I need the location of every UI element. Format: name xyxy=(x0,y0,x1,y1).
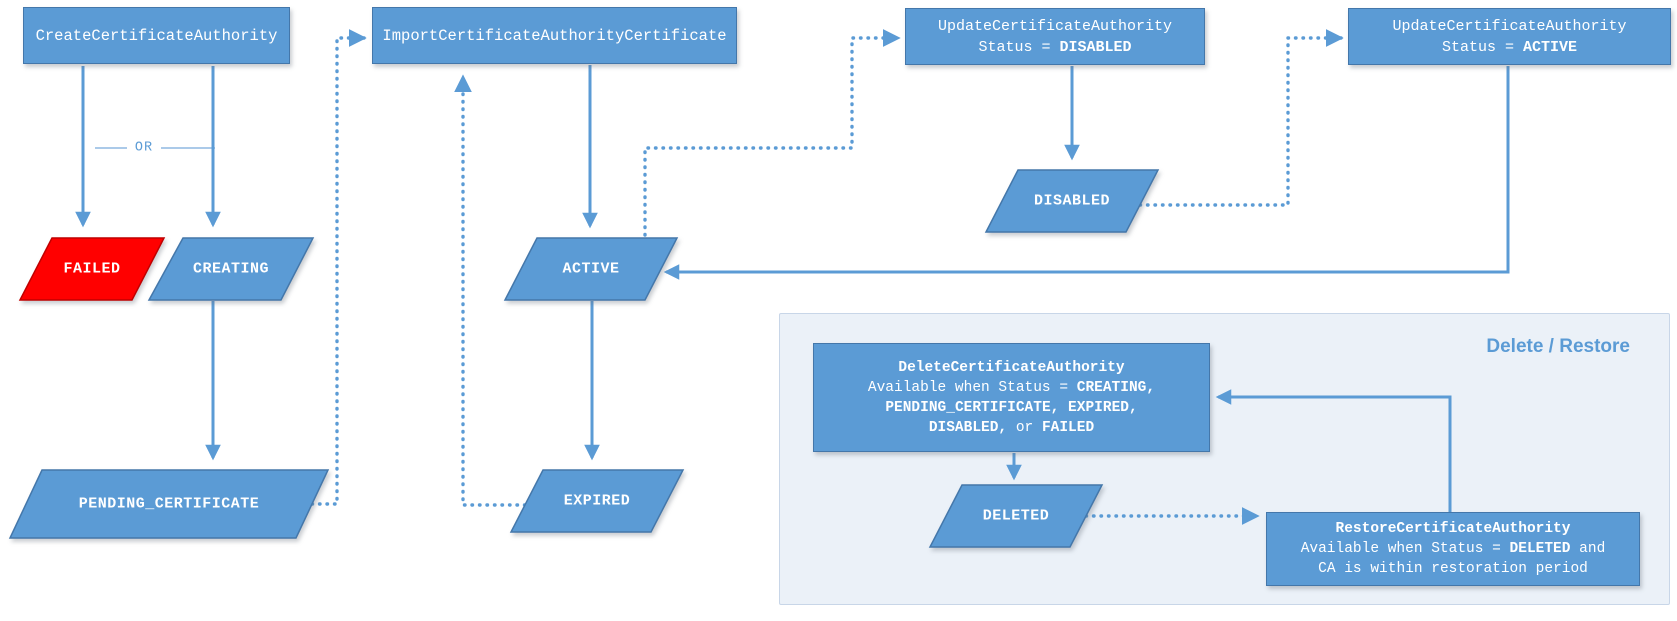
state-deleted-label: DELETED xyxy=(982,507,1050,525)
state-disabled-shape xyxy=(984,169,1160,233)
node-label-line1: RestoreCertificateAuthority xyxy=(1335,521,1571,537)
node-update-certificate-authority-disabled: UpdateCertificateAuthority Status = DISA… xyxy=(905,8,1205,65)
node-label-line1: UpdateCertificateAuthority xyxy=(937,17,1173,35)
state-expired-shape xyxy=(509,469,685,533)
state-creating-shape xyxy=(147,237,315,301)
state-failed-shape xyxy=(18,237,166,301)
node-label-line3: PENDING_CERTIFICATE, EXPIRED, xyxy=(885,399,1138,416)
node-label-line2: Available when Status = DELETED and xyxy=(1300,541,1606,557)
delete-restore-group-badge: Delete / Restore xyxy=(1486,336,1630,357)
node-label-line1: DeleteCertificateAuthority xyxy=(898,359,1125,376)
state-expired-label: EXPIRED xyxy=(563,492,631,510)
node-delete-certificate-authority: DeleteCertificateAuthority Available whe… xyxy=(813,343,1210,452)
node-label-line2: Available when Status = CREATING, xyxy=(867,379,1156,396)
edge-expired-to-import-dotted xyxy=(454,74,527,507)
state-creating-label: CREATING xyxy=(192,260,270,278)
node-label-line3: CA is within restoration period xyxy=(1318,561,1588,577)
edge-active-to-updatedisabled-dotted xyxy=(643,29,901,237)
state-disabled-label: DISABLED xyxy=(1033,192,1111,210)
state-pending-certificate-shape xyxy=(8,469,330,539)
node-label-line2: Status = DISABLED xyxy=(978,38,1132,56)
node-label: ImportCertificateAuthorityCertificate xyxy=(382,26,727,45)
edge-disabled-to-updateactive-dotted xyxy=(1138,29,1344,207)
state-failed-label: FAILED xyxy=(63,260,121,278)
edge-restore-to-delete xyxy=(1215,389,1452,512)
node-update-certificate-authority-active: UpdateCertificateAuthority Status = ACTI… xyxy=(1348,8,1671,65)
node-label: CreateCertificateAuthority xyxy=(35,26,278,45)
node-create-certificate-authority: CreateCertificateAuthority xyxy=(23,7,290,64)
node-label-line1: UpdateCertificateAuthority xyxy=(1392,17,1627,35)
state-active-shape xyxy=(503,237,679,301)
node-label-line2: Status = ACTIVE xyxy=(1441,38,1578,56)
state-active-label: ACTIVE xyxy=(562,260,620,278)
state-deleted-shape xyxy=(928,484,1104,548)
edge-updateactive-to-active xyxy=(663,66,1510,280)
node-restore-certificate-authority: RestoreCertificateAuthority Available wh… xyxy=(1266,512,1640,586)
or-label: OR xyxy=(134,140,154,156)
edge-pending-to-import-dotted xyxy=(310,29,367,506)
node-import-certificate-authority-certificate: ImportCertificateAuthorityCertificate xyxy=(372,7,737,64)
state-pending-certificate-label: PENDING_CERTIFICATE xyxy=(78,495,260,513)
node-label-line4: DISABLED, or FAILED xyxy=(928,419,1095,436)
